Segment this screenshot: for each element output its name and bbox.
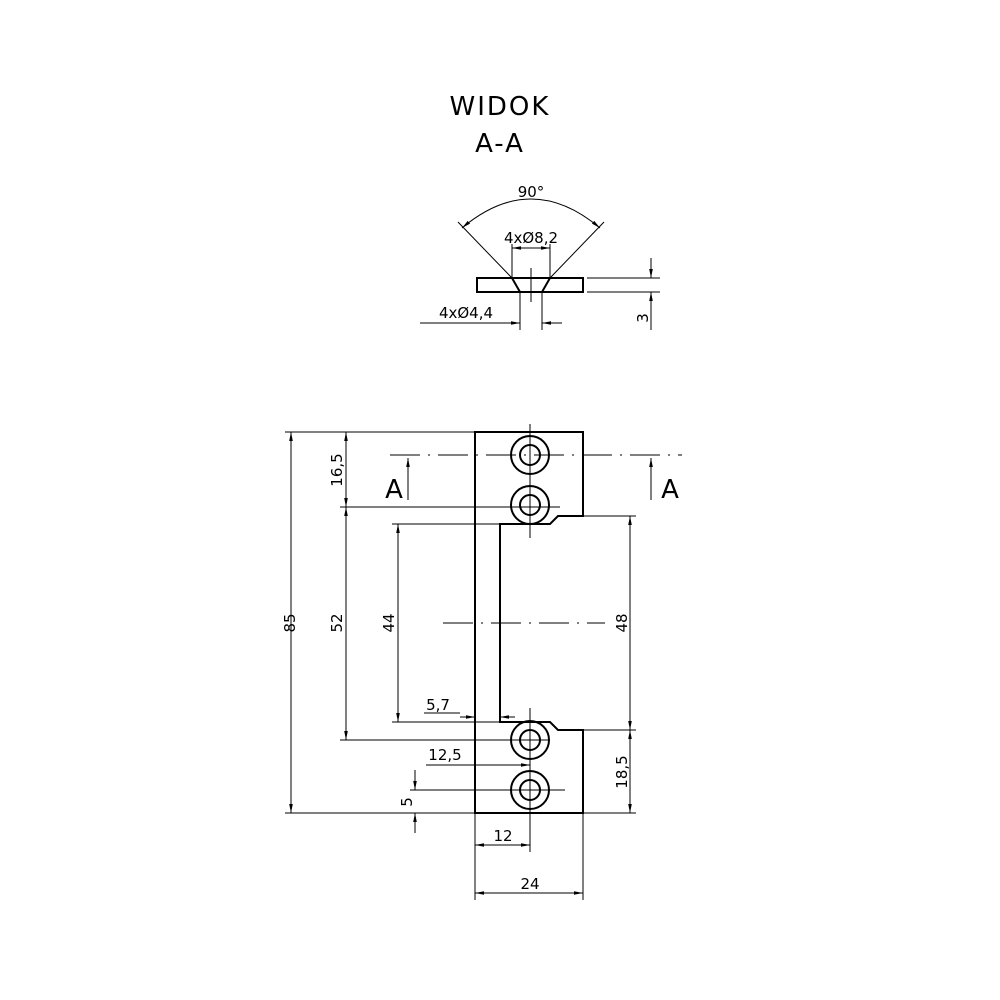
thickness-label: 3 xyxy=(634,313,652,323)
dim-44: 44 xyxy=(380,613,398,632)
angle-leg xyxy=(457,221,513,279)
dim-12-5: 12,5 xyxy=(428,746,461,764)
dim-16-5: 16,5 xyxy=(328,453,346,486)
section-mark-left: A xyxy=(385,475,405,505)
dim-12: 12 xyxy=(493,827,512,845)
angle-leg xyxy=(549,221,605,279)
dim-5-7: 5,7 xyxy=(426,696,450,714)
dim-52: 52 xyxy=(328,613,346,632)
angle-label: 90° xyxy=(518,183,545,201)
section-mark-right: A xyxy=(661,475,681,505)
extension-lines xyxy=(285,431,636,900)
section-view: 90° 4xØ8,2 4xØ4,4 3 xyxy=(420,183,660,330)
view-title: WIDOK xyxy=(450,92,551,122)
view-subtitle: A-A xyxy=(475,129,525,159)
dim-48: 48 xyxy=(613,613,631,632)
front-view: A A 85 16,5 52 44 48 18,5 5,7 12,5 5 12 … xyxy=(281,424,682,900)
section-plate xyxy=(476,277,584,293)
angle-arc xyxy=(461,198,601,229)
dim-85: 85 xyxy=(281,613,299,632)
dim-5: 5 xyxy=(398,797,416,807)
hole-label: 4xØ4,4 xyxy=(439,304,493,322)
countersink-label: 4xØ8,2 xyxy=(504,229,558,247)
dim-24: 24 xyxy=(520,875,539,893)
dim-18-5: 18,5 xyxy=(613,755,631,788)
